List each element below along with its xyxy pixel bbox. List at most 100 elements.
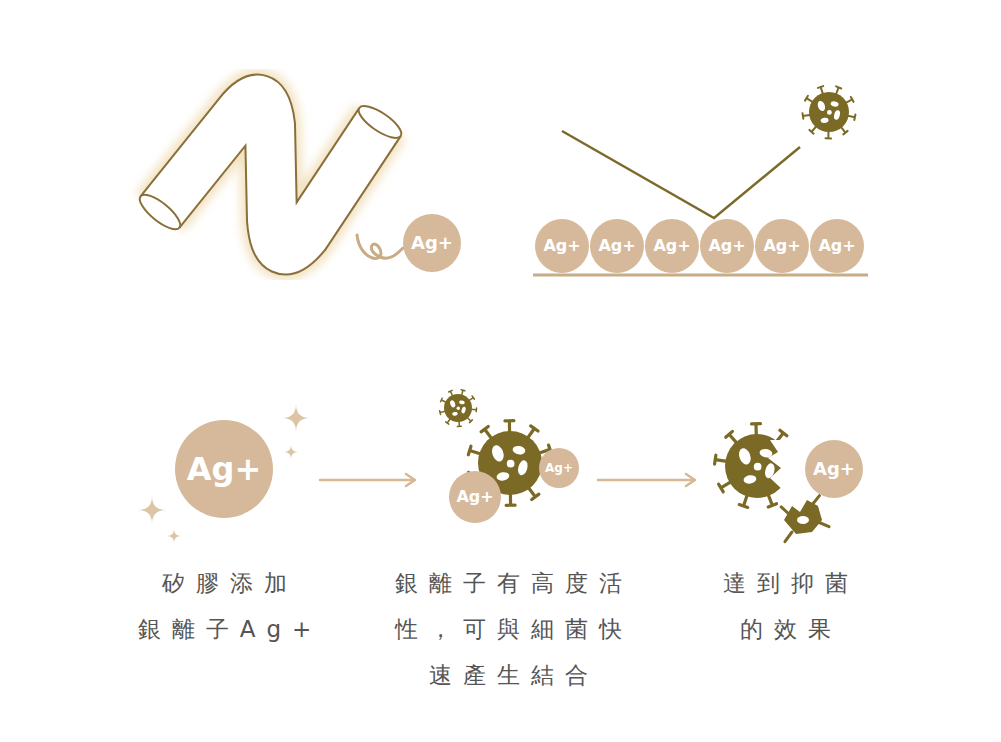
germ-spike-tip [457, 426, 461, 428]
germ-body [444, 394, 472, 422]
germ-spike-tip [449, 390, 453, 392]
germ-spot [797, 516, 809, 524]
germ-spot [754, 463, 762, 471]
germ-spot [827, 110, 832, 115]
germ-spike-tip [715, 455, 716, 464]
germ-body [809, 92, 849, 132]
germ-spike-tip [801, 113, 804, 119]
silver-ion-circle: Ag+ [810, 219, 864, 273]
ion-label: Ag+ [598, 238, 635, 254]
ion-label: Ag+ [818, 238, 855, 254]
arrow-head [686, 474, 695, 486]
germ-spot [457, 407, 460, 410]
germ-spike-tip [469, 420, 472, 423]
germ-spot [820, 117, 829, 124]
silver-ion-circle: Ag+ [590, 219, 644, 273]
ion-label: Ag+ [763, 238, 800, 254]
silver-ion-circle: Ag+ [449, 471, 501, 523]
germ-spike-tip [768, 504, 776, 507]
germ-spot [490, 444, 506, 463]
silicone-tube [135, 100, 406, 250]
germ-spot [816, 100, 826, 112]
sparkle [284, 445, 298, 459]
germ-spike-tip [481, 426, 488, 431]
germ-spike-tip [475, 408, 477, 412]
germ-spot [449, 400, 456, 408]
germ-spike-tip [739, 505, 747, 508]
sparkle [282, 404, 310, 432]
germ-spike-tip [532, 494, 539, 499]
germ-spike-tip [854, 115, 855, 120]
broken-germ [715, 424, 805, 508]
germ-spike-tip [506, 504, 515, 507]
germ-spike-tip [446, 422, 449, 424]
ion-label: Ag+ [813, 460, 855, 478]
silver-ion-circle: Ag+ [755, 219, 809, 273]
germ [802, 86, 855, 138]
sparkle [167, 529, 181, 543]
silver-ion-circle: Ag+ [403, 214, 461, 272]
germ-spike-tip [726, 431, 733, 437]
bounce-path [562, 131, 800, 218]
arrow-shaft [598, 479, 694, 482]
ion-label: Ag+ [456, 489, 493, 505]
germ-spike-tip [505, 419, 514, 422]
ion-label: Ag+ [543, 238, 580, 254]
tube-outline [160, 100, 380, 250]
sparkles [138, 404, 310, 543]
arrow-shaft [320, 479, 414, 482]
germ-spike [785, 532, 792, 542]
germ-spot [516, 459, 529, 476]
germ [440, 390, 477, 427]
germ-spike-tip [843, 131, 847, 134]
germ-spot [459, 400, 465, 405]
step-caption: 達到抑菌 的效果 [722, 560, 860, 652]
germ-spot [833, 110, 841, 121]
tube-end [354, 101, 406, 144]
squiggle-line [357, 235, 403, 258]
germ-spike-tip [809, 130, 813, 134]
germ-break [768, 440, 805, 500]
silver-ion-circle: Ag+ [539, 448, 579, 488]
ion-label: Ag+ [411, 234, 453, 252]
silver-ion-circle: Ag+ [700, 219, 754, 273]
silver-ion-circle: Ag+ [805, 440, 863, 498]
germ-spot [461, 406, 467, 414]
germ-spike-tip [439, 411, 441, 415]
step-caption: 矽膠添加 銀離子Ag+ [137, 560, 324, 652]
germ-spot [737, 447, 753, 466]
germ-spot [496, 471, 510, 481]
germ-spike-tip [780, 430, 787, 436]
germ-spike-tip [805, 96, 808, 101]
germ-spike-tip [851, 97, 854, 102]
surface-line [533, 274, 868, 277]
germ-spot [830, 101, 839, 108]
ion-label: Ag+ [187, 453, 261, 485]
germ-spike-tip [468, 446, 471, 455]
silver-ion-circle: Ag+ [645, 219, 699, 273]
tube-body [160, 100, 380, 250]
step-caption: 銀離子有高度活 性，可與細菌快 速產生結合 [394, 560, 634, 698]
arrow-head [406, 474, 415, 486]
germ-spot [512, 445, 526, 455]
process-arrow [320, 474, 415, 486]
germ-fragment-body [784, 500, 822, 534]
germ-spike-tip [836, 86, 841, 88]
process-arrow [598, 474, 695, 486]
silver-ion-circle: Ag+ [175, 420, 273, 518]
germ-spike-tip [826, 137, 832, 139]
ion-label: Ag+ [708, 238, 745, 254]
ion-label: Ag+ [653, 238, 690, 254]
tube-glow [160, 100, 380, 250]
ion-label: Ag+ [545, 462, 573, 474]
germ-fragment [781, 496, 829, 542]
germ-spike-tip [719, 484, 724, 492]
germ-spike-tip [752, 422, 761, 425]
germ-spike-tip [531, 426, 538, 431]
germ-spot [743, 474, 757, 484]
silver-ion-circle: Ag+ [535, 219, 589, 273]
germ-spike-tip [461, 390, 465, 391]
tube-end [135, 189, 185, 234]
germ-spot [507, 460, 515, 468]
